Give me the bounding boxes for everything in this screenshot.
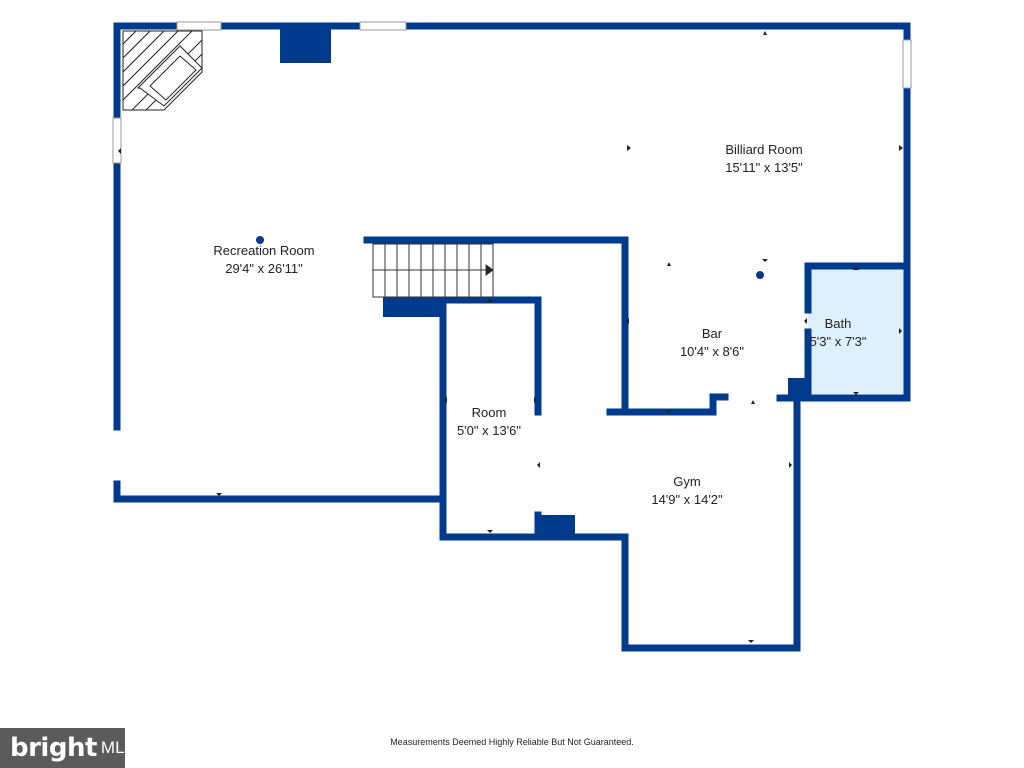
ceiling-light-icon xyxy=(756,271,764,279)
logo-suffix: MLS xyxy=(100,738,136,757)
ceiling-light-icon xyxy=(256,236,264,244)
stairs-icon xyxy=(372,243,494,298)
measurement-disclaimer: Measurements Deemed Highly Reliable But … xyxy=(390,737,634,747)
windows xyxy=(112,21,912,164)
room-dims-room: 5'0" x 13'6" xyxy=(457,423,521,438)
walls xyxy=(113,22,911,652)
room-dims-gym: 14'9" x 14'2" xyxy=(651,492,723,507)
bath-floor xyxy=(808,266,908,394)
room-name-gym: Gym xyxy=(673,474,700,489)
room-dims-bath: 5'3" x 7'3" xyxy=(810,334,867,349)
fireplace-icon xyxy=(122,30,203,111)
wall-blocks xyxy=(280,26,808,540)
room-name-billiard: Billiard Room xyxy=(725,142,802,157)
room-name-bath: Bath xyxy=(825,316,852,331)
room-name-room: Room xyxy=(472,405,507,420)
room-name-bar: Bar xyxy=(702,326,723,341)
room-dims-recreation: 29'4" x 26'11" xyxy=(225,261,303,276)
room-dims-billiard: 15'11" x 13'5" xyxy=(725,160,803,175)
logo-icon: bright MLS xyxy=(0,728,136,768)
logo-brand: bright xyxy=(10,733,97,763)
door-marker-icon xyxy=(118,31,903,643)
room-dims-bar: 10'4" x 8'6" xyxy=(680,344,744,359)
room-name-recreation: Recreation Room xyxy=(213,243,314,258)
